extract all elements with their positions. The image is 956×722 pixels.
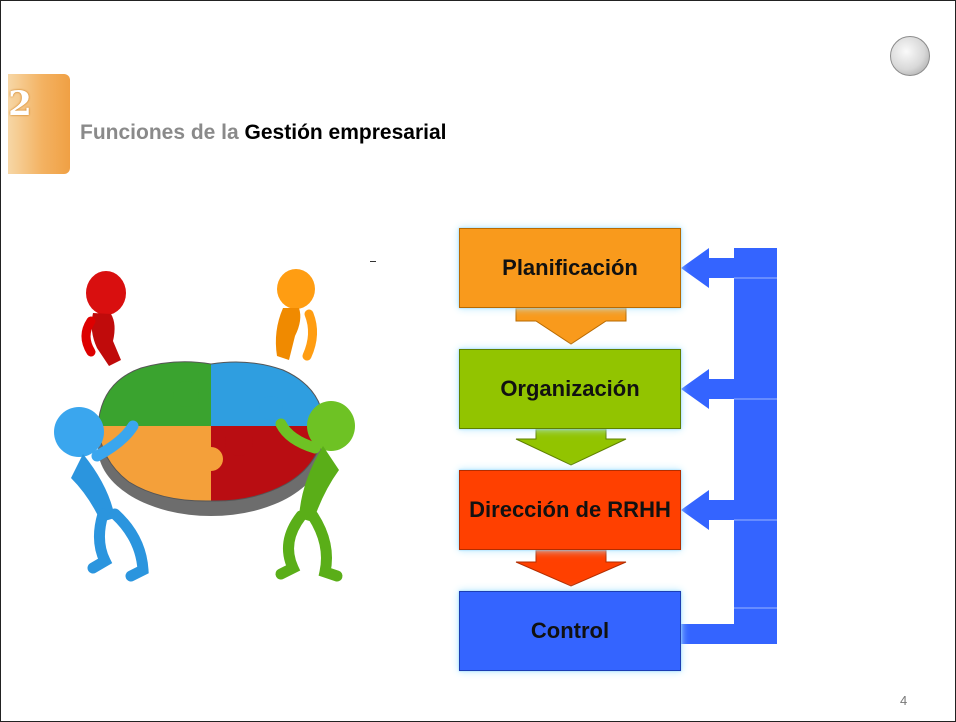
arrow-dir-to-ctrl — [515, 549, 627, 587]
green-figure — [275, 401, 355, 582]
page-number: 4 — [900, 693, 908, 708]
stray-mark — [370, 261, 376, 262]
feedback-arrow-plan — [681, 248, 734, 288]
red-figure — [81, 271, 126, 366]
feedback-loop — [681, 248, 777, 644]
university-seal-icon — [890, 36, 930, 76]
management-functions-flow: Planificación Organización Dirección de … — [441, 216, 801, 686]
step-direccion-rrhh: Dirección de RRHH — [459, 470, 681, 550]
orange-figure — [275, 269, 317, 361]
puzzle-disc — [97, 361, 325, 502]
title-emphasis: Gestión empresarial — [244, 121, 447, 144]
step-control: Control — [459, 591, 681, 671]
blue-figure — [54, 407, 149, 582]
section-number-badge: 2 — [8, 74, 70, 174]
slide-title: Funciones de la Gestión empresarial — [80, 121, 446, 145]
feedback-arrow-org — [681, 369, 734, 409]
puzzle-people-illustration — [54, 269, 355, 582]
flow-connectors — [515, 248, 777, 644]
feedback-arrow-dir — [681, 490, 734, 530]
step-organizacion: Organización — [459, 349, 681, 429]
arrow-plan-to-org — [515, 307, 627, 345]
arrow-org-to-dir — [515, 428, 627, 466]
step-planificacion: Planificación — [459, 228, 681, 308]
title-prefix: Funciones de la — [80, 121, 239, 144]
section-number: 2 — [8, 84, 32, 124]
